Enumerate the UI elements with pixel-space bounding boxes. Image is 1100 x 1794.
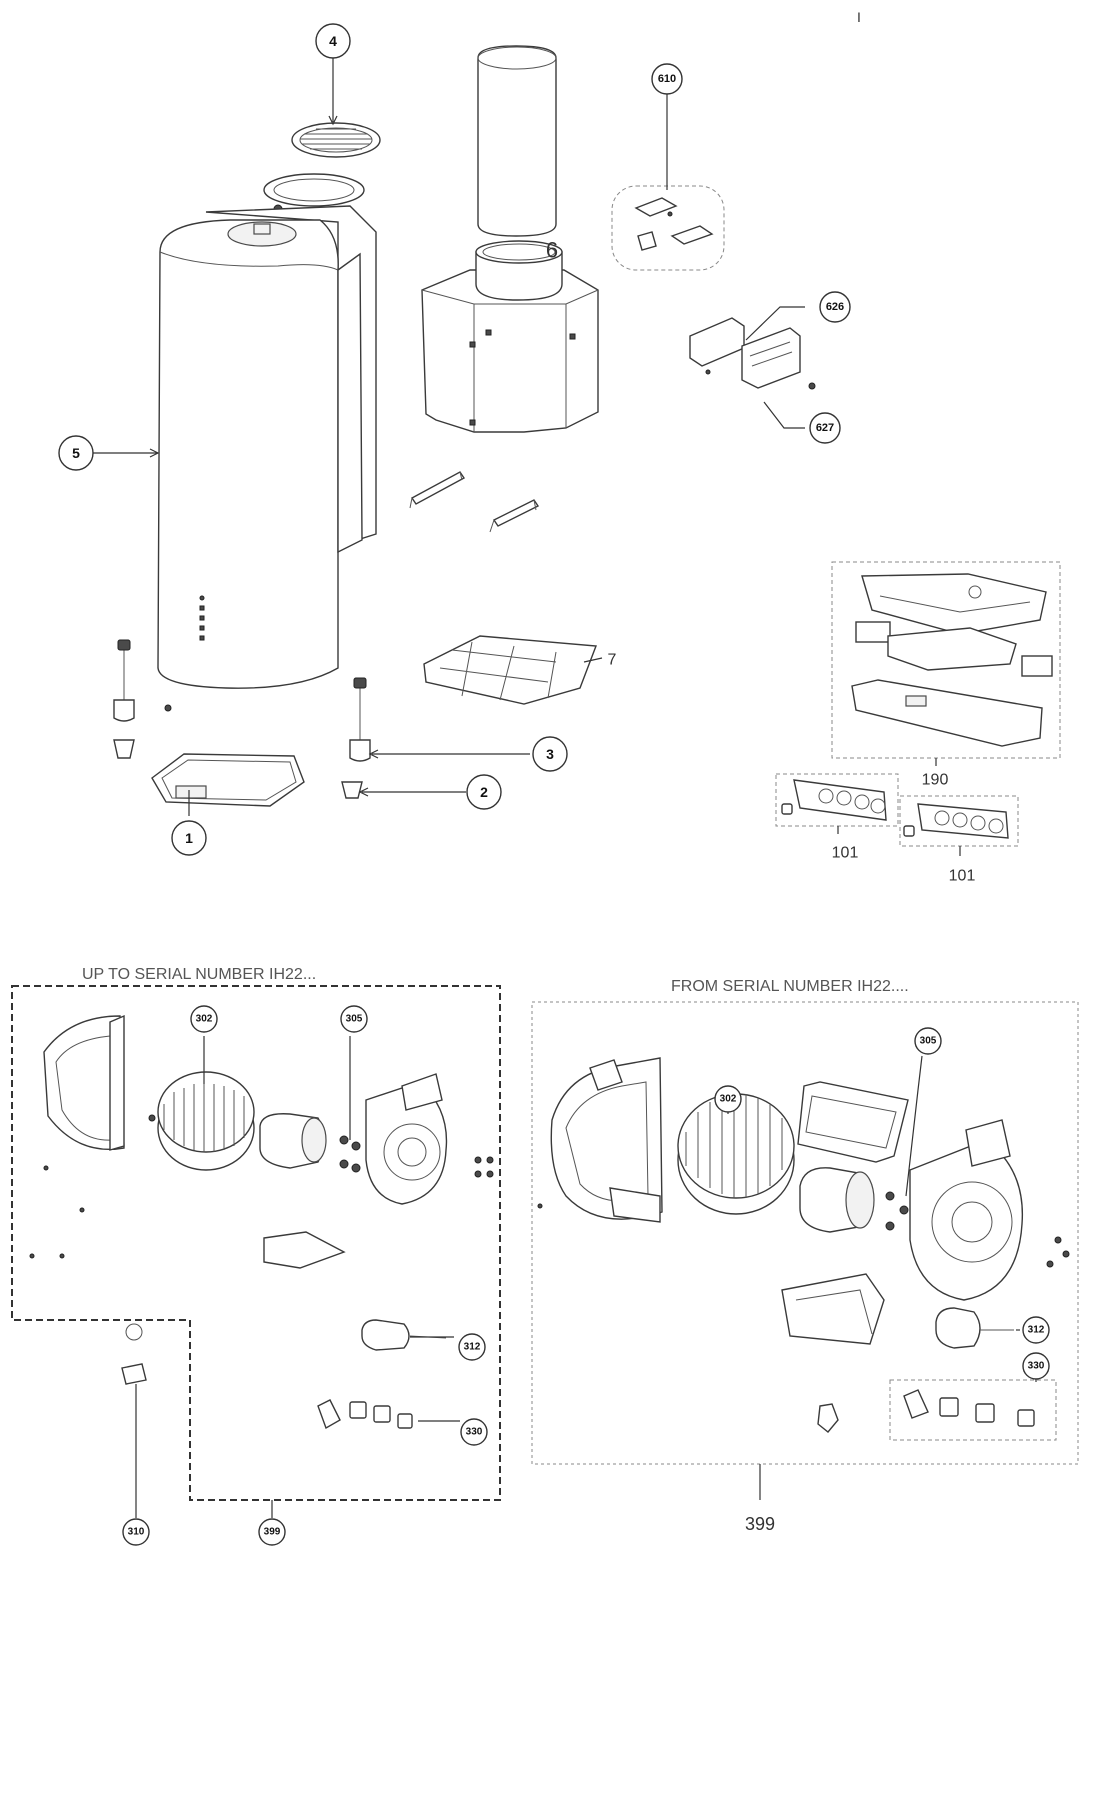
callout-3: 3 [532,736,568,772]
label-190: 190 [922,772,949,789]
left-motor [259,1113,361,1173]
part-101a-control-panel [775,773,899,827]
svg-text:2: 2 [480,784,488,800]
leader-lines-left [135,1036,460,1518]
callout-627: 627 [809,412,841,444]
svg-text:3: 3 [546,746,554,762]
svg-text:626: 626 [826,301,844,313]
left-fan-scroll [29,1014,125,1259]
part-190-electronics-group [831,561,1061,759]
svg-text:399: 399 [264,1527,281,1538]
callout-310: 310 [122,1518,150,1546]
part-626-627-control-box [689,317,816,390]
callout-305-left: 305 [340,1005,368,1033]
label-399-right: 399 [745,1514,775,1534]
part-brackets [409,471,540,533]
callout-330-right: 330 [1022,1352,1050,1380]
callout-330-left: 330 [460,1418,488,1446]
right-switch-set [889,1379,1057,1441]
part-1-frame [151,753,305,807]
part-5-hood-body [157,205,377,689]
right-motor-housing [909,1119,1070,1301]
left-section-outline [11,985,501,1501]
svg-text:302: 302 [720,1094,737,1105]
part-101b-control-panel [899,795,1019,847]
svg-text:627: 627 [816,422,834,434]
leader-lines-top [92,58,961,856]
svg-text:312: 312 [1028,1325,1045,1336]
svg-text:312: 312 [464,1342,481,1353]
heading-from-serial: FROM SERIAL NUMBER IH22.... [671,978,909,995]
right-fan-wheel [677,1093,795,1215]
callout-302-left: 302 [190,1005,218,1033]
left-capacitor [361,1319,447,1351]
callout-312-right: 312 [1022,1316,1050,1344]
left-small-part-310 [121,1323,147,1385]
left-bracket-plate [263,1231,346,1269]
callout-305-right: 305 [914,1027,942,1055]
right-lower-shield [781,1273,885,1345]
callout-2: 2 [466,774,502,810]
label-101b: 101 [949,868,976,885]
part-4-grille [291,122,381,158]
heading-up-to-serial: UP TO SERIAL NUMBER IH22... [82,966,316,983]
right-motor [799,1167,909,1233]
label-6: 6 [546,238,558,263]
svg-text:610: 610 [658,73,676,85]
part-chimney-tube [477,45,557,237]
svg-text:330: 330 [1028,1361,1045,1372]
part-7-grease-filter [423,635,597,705]
label-7: 7 [608,652,617,669]
left-switch-set [317,1399,413,1430]
callout-399-left: 399 [258,1518,286,1546]
svg-text:4: 4 [329,33,337,49]
right-capacitor [935,1307,1014,1349]
callout-312-left: 312 [458,1333,486,1361]
callout-1: 1 [171,820,207,856]
right-fan-scroll [537,1057,663,1223]
callout-302-right: 302 [714,1085,742,1113]
label-101a: 101 [832,845,859,862]
callout-626: 626 [819,291,851,323]
part-lamp-cables [113,639,371,799]
right-section-outline [531,1001,1079,1465]
svg-text:310: 310 [128,1527,145,1538]
svg-text:330: 330 [466,1427,483,1438]
part-610-clip-group [611,185,725,271]
svg-text:5: 5 [72,445,80,461]
svg-text:305: 305 [346,1014,363,1025]
callout-610: 610 [651,63,683,95]
right-cover-plate [797,1081,909,1163]
part-6-fan-housing [421,240,599,433]
left-motor-housing [365,1073,494,1205]
left-fan-wheel [148,1071,255,1171]
callout-4: 4 [315,23,351,59]
corner-mark: I [857,9,861,25]
svg-text:302: 302 [196,1014,213,1025]
svg-text:1: 1 [185,830,193,846]
right-small-clip [817,1403,839,1433]
callout-5: 5 [58,435,94,471]
svg-text:305: 305 [920,1036,937,1047]
